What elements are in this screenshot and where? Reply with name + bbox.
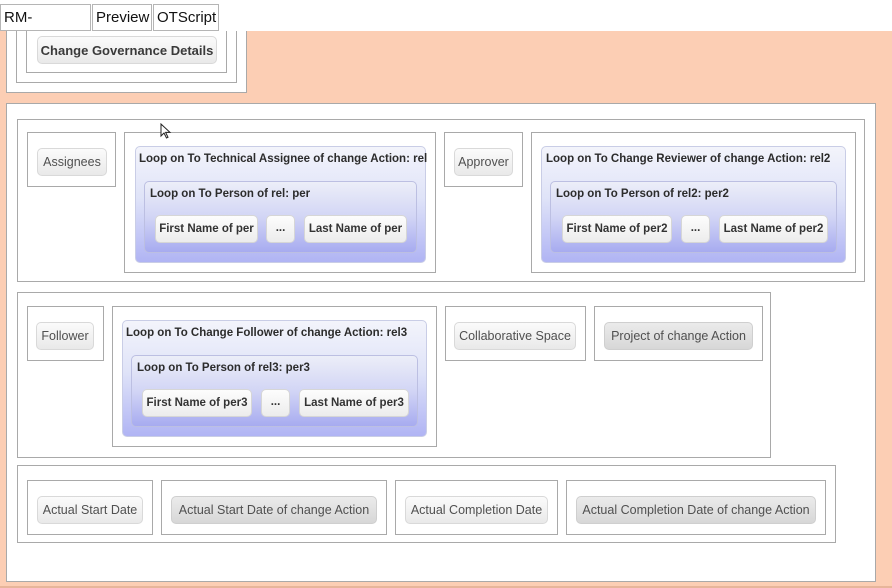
- mouse-cursor-icon: [160, 123, 172, 139]
- loop1-title: Loop on To Technical Assignee of change …: [139, 153, 428, 165]
- first-name-per2-field[interactable]: First Name of per2: [562, 215, 672, 243]
- loop-person-per[interactable]: Loop on To Person of rel: per First Name…: [144, 181, 417, 253]
- assignees-label[interactable]: Assignees: [37, 148, 107, 176]
- change-governance-details-button[interactable]: Change Governance Details: [37, 36, 217, 64]
- loop-technical-assignee[interactable]: Loop on To Technical Assignee of change …: [135, 146, 428, 263]
- last-name-per2-field[interactable]: Last Name of per2: [719, 215, 828, 243]
- ellipsis-separator[interactable]: ...: [681, 215, 710, 243]
- collaborative-space-label[interactable]: Collaborative Space: [454, 322, 576, 350]
- last-name-per-field[interactable]: Last Name of per: [304, 215, 407, 243]
- loop-person-per2[interactable]: Loop on To Person of rel2: per2 First Na…: [550, 181, 837, 253]
- loop-change-reviewer[interactable]: Loop on To Change Reviewer of change Act…: [541, 146, 846, 263]
- first-name-per3-field[interactable]: First Name of per3: [142, 389, 252, 417]
- loop3-inner-title: Loop on To Person of rel3: per3: [137, 362, 310, 374]
- first-name-per-field[interactable]: First Name of per: [155, 215, 258, 243]
- follower-label[interactable]: Follower: [36, 322, 94, 350]
- actual-start-date-of-change-action-field[interactable]: Actual Start Date of change Action: [171, 496, 377, 524]
- loop2-title: Loop on To Change Reviewer of change Act…: [546, 153, 831, 165]
- tab-preview[interactable]: Preview: [92, 4, 152, 31]
- loop-person-per3[interactable]: Loop on To Person of rel3: per3 First Na…: [131, 355, 418, 427]
- tab-otscript[interactable]: OTScript: [153, 4, 219, 31]
- tab-rm-0000039[interactable]: RM-0000039: [0, 4, 91, 52]
- last-name-per3-field[interactable]: Last Name of per3: [299, 389, 409, 417]
- ellipsis-separator[interactable]: ...: [266, 215, 295, 243]
- project-of-change-action-field[interactable]: Project of change Action: [604, 322, 753, 350]
- actual-start-date-label[interactable]: Actual Start Date: [37, 496, 143, 524]
- layout-canvas: Change Governance Details Assignees Loop…: [0, 31, 892, 588]
- loop2-inner-title: Loop on To Person of rel2: per2: [556, 188, 729, 200]
- loop1-inner-title: Loop on To Person of rel: per: [150, 188, 311, 200]
- loop-change-follower[interactable]: Loop on To Change Follower of change Act…: [122, 320, 427, 437]
- approver-label[interactable]: Approver: [454, 148, 513, 176]
- ellipsis-separator[interactable]: ...: [261, 389, 290, 417]
- loop3-title: Loop on To Change Follower of change Act…: [126, 327, 408, 339]
- actual-completion-date-of-change-action-field[interactable]: Actual Completion Date of change Action: [576, 496, 816, 524]
- actual-completion-date-label[interactable]: Actual Completion Date: [405, 496, 548, 524]
